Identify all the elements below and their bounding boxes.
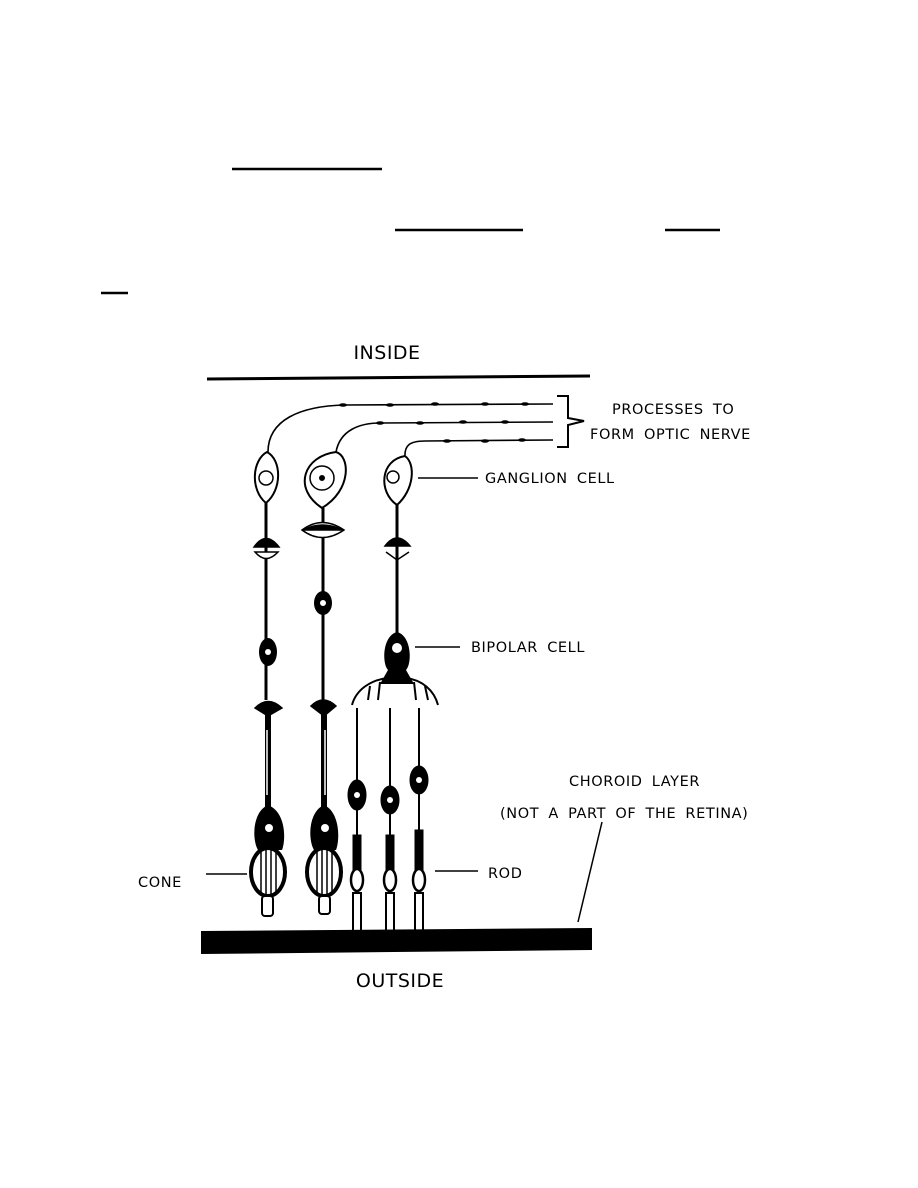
blank-answer-lines bbox=[101, 167, 720, 295]
ganglion-cell-label: GANGLION CELL bbox=[485, 471, 615, 487]
choroid-label-line1: CHOROID LAYER bbox=[569, 774, 700, 790]
processes-label-line1: PROCESSES TO bbox=[612, 402, 734, 418]
rod-label: ROD bbox=[488, 866, 522, 882]
choroid-label-line2: (NOT A PART OF THE RETINA) bbox=[500, 806, 748, 822]
rod-2 bbox=[380, 708, 400, 932]
bracket-icon bbox=[557, 395, 585, 448]
process-fiber-3 bbox=[404, 439, 554, 459]
bipolar-cells bbox=[259, 591, 414, 684]
outside-label: OUTSIDE bbox=[356, 970, 444, 992]
cones bbox=[249, 805, 343, 917]
rod-3 bbox=[409, 708, 429, 932]
bipolar-cell-3 bbox=[380, 632, 414, 684]
cone-label: CONE bbox=[138, 875, 182, 891]
cone-1 bbox=[249, 805, 287, 917]
process-fiber-2 bbox=[335, 421, 554, 453]
fiber-varicosities bbox=[339, 402, 529, 443]
choroid-leader-line bbox=[577, 821, 603, 923]
cone-2 bbox=[305, 805, 343, 915]
processes-label-line2: FORM OPTIC NERVE bbox=[590, 427, 751, 443]
optic-nerve-processes bbox=[267, 403, 554, 459]
rods bbox=[347, 708, 429, 932]
synapses bbox=[252, 521, 412, 717]
cone-fiber-highlights bbox=[266, 730, 326, 795]
ganglion-cells bbox=[253, 450, 413, 510]
inside-label: INSIDE bbox=[353, 342, 420, 364]
bipolar-dendrites bbox=[351, 677, 439, 706]
inner-limiting-line bbox=[206, 374, 591, 381]
axons bbox=[264, 503, 399, 810]
choroid-layer-bar bbox=[201, 928, 592, 954]
bipolar-cell-label: BIPOLAR CELL bbox=[471, 640, 585, 656]
process-fiber-1 bbox=[267, 403, 554, 453]
rod-1 bbox=[347, 708, 367, 932]
